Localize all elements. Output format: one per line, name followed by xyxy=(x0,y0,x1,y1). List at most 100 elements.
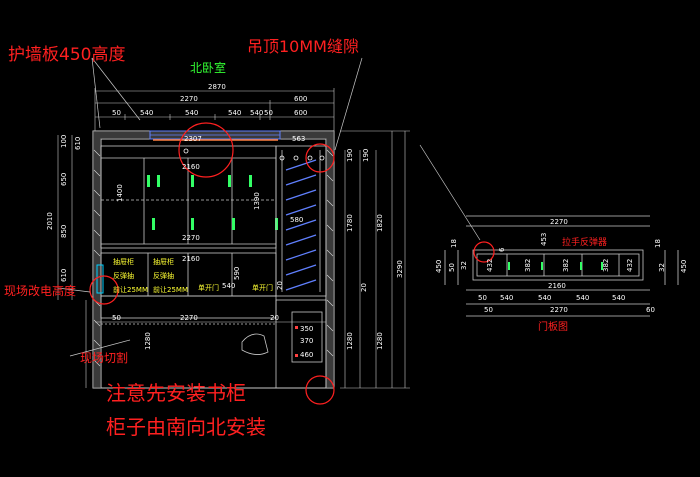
door-dim: 2270 xyxy=(550,218,568,226)
drawer-label: 反弹抽 xyxy=(113,271,134,280)
room-title: 北卧室 xyxy=(190,60,226,75)
dim-left-v: 650 xyxy=(60,173,68,186)
dim-inner: 2270 xyxy=(182,234,200,242)
dim-seg: 50 xyxy=(112,109,121,117)
dim-left: 2270 xyxy=(180,95,198,103)
dim-inner: 20 xyxy=(276,281,284,290)
door-panel-width: 382 xyxy=(524,259,532,272)
ceiling-callout-circle xyxy=(178,122,234,178)
wardrobe-handles xyxy=(147,175,278,230)
dim-left-v: 850 xyxy=(60,225,68,238)
door-panel-width: 432 xyxy=(626,259,634,272)
door-panel-title: 门板图 xyxy=(538,320,568,333)
door-panel-width: 382 xyxy=(562,259,570,272)
wardrobe-right xyxy=(275,145,327,297)
handle-icon xyxy=(228,175,231,187)
small-boxes xyxy=(295,326,298,357)
wall-panel-note: 护墙板450高度 xyxy=(8,45,125,65)
door-dim: 540 xyxy=(538,294,551,302)
handle-icon xyxy=(232,218,235,230)
callout-circles xyxy=(89,122,335,405)
install-note-line2: 柜子由南向北安装 xyxy=(106,415,266,439)
door-panel-view xyxy=(444,215,679,317)
door-dim: 540 xyxy=(576,294,589,302)
dim-inner: 1390 xyxy=(253,192,261,210)
door-dim: 60 xyxy=(646,306,655,314)
wall-hatch-dots xyxy=(93,149,334,367)
door-handles xyxy=(508,262,603,270)
socket-icon xyxy=(96,264,104,294)
door-dim: 18 xyxy=(450,239,458,248)
dim-left-v: 1280 xyxy=(144,332,152,350)
dim-bottom: 2270 xyxy=(180,314,198,322)
dim-overall: 2870 xyxy=(208,83,226,91)
dim-inner: 580 xyxy=(290,216,303,224)
dim-inner: 563 xyxy=(292,135,305,143)
door-dim: 540 xyxy=(500,294,513,302)
dim-seg: 540 xyxy=(228,109,241,117)
dim-seg: 540 xyxy=(185,109,198,117)
leader-lines xyxy=(57,57,481,357)
dim-bottom: 370 xyxy=(300,337,313,345)
dim-seg: 540 xyxy=(140,109,153,117)
door-side: 32 xyxy=(460,261,468,270)
light-marks xyxy=(183,148,325,161)
dim-inner: 2307 xyxy=(184,135,202,143)
dim-inner: 540 xyxy=(222,282,235,290)
install-note-line1: 注意先安装书柜 xyxy=(106,381,246,405)
dim-seg: 600 xyxy=(294,109,307,117)
handle-icon xyxy=(249,175,252,187)
dim-bottom: 460 xyxy=(300,351,313,359)
drawer-label: 抽屉柜 xyxy=(153,257,174,266)
door-dim: 6 xyxy=(498,247,506,252)
dim-left-v: 610 xyxy=(74,137,82,150)
dim-right-v: 1780 xyxy=(346,214,354,232)
door-panel-width: 432 xyxy=(486,259,494,272)
dim-left-v: 610 xyxy=(60,269,68,282)
dim-inner: 2160 xyxy=(182,163,200,171)
dim-inner: 2160 xyxy=(182,255,200,263)
door-dim: 50 xyxy=(478,294,487,302)
dim-right-v: 190 xyxy=(346,149,354,162)
top-window xyxy=(149,130,281,141)
dim-left-v: 2010 xyxy=(46,212,54,230)
dim-right-v: 3290 xyxy=(396,260,404,278)
door-side: 450 xyxy=(435,260,443,273)
drawer-label: 前让25MM xyxy=(113,285,148,294)
door-side: 450 xyxy=(680,260,688,273)
dim-right-v: 1280 xyxy=(346,332,354,350)
electrical-callout-circle xyxy=(89,275,119,305)
door-panel-width: 382 xyxy=(602,259,610,272)
dim-right-v: 20 xyxy=(360,283,368,292)
dim-right-v: 190 xyxy=(362,149,370,162)
handle-icon xyxy=(157,175,160,187)
dim-right-v: 1280 xyxy=(376,332,384,350)
door-label: 单开门 xyxy=(252,283,273,292)
door-panel-frame xyxy=(472,249,644,281)
door-dim: 453 xyxy=(540,233,548,246)
wardrobe-left xyxy=(100,145,277,249)
door-dim: 18 xyxy=(654,239,662,248)
drawer-label: 反弹抽 xyxy=(153,271,174,280)
site-cut-note: 现场切割 xyxy=(80,350,128,365)
dim-bottom: 350 xyxy=(300,325,313,333)
dim-seg: 540 xyxy=(250,109,263,117)
dimension-lines xyxy=(57,88,410,389)
dim-left-v: 100 xyxy=(60,135,68,148)
handle-icon xyxy=(191,175,194,187)
door-callout-circle xyxy=(473,241,495,263)
desk-area xyxy=(100,295,327,389)
door-dim: 50 xyxy=(484,306,493,314)
handle-icon xyxy=(152,218,155,230)
hangers xyxy=(285,159,317,291)
dim-bottom: 20 xyxy=(270,314,279,322)
handle-icon xyxy=(191,218,194,230)
dim-right: 600 xyxy=(294,95,307,103)
handle-icon xyxy=(147,175,150,187)
door-dim: 2160 xyxy=(548,282,566,290)
door-label: 单开门 xyxy=(198,283,219,292)
dim-inner: 590 xyxy=(233,267,241,280)
door-side: 50 xyxy=(448,263,456,272)
